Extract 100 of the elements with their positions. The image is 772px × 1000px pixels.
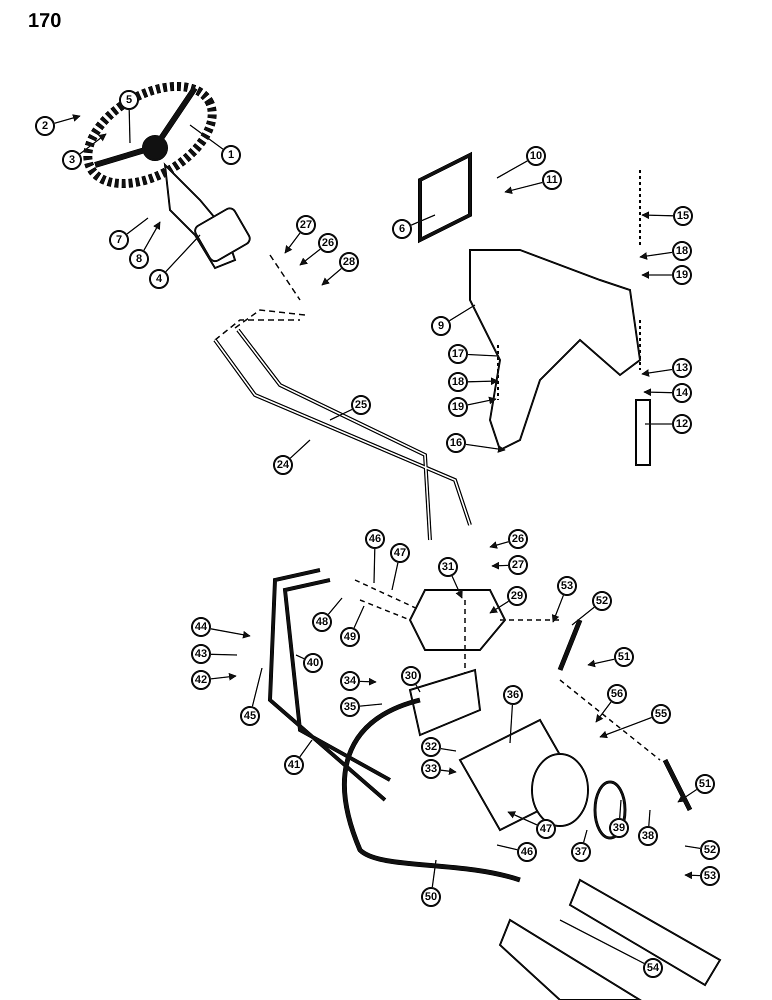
leader-line	[360, 703, 382, 707]
callout-number: 46	[517, 842, 537, 862]
leader-line	[410, 214, 436, 226]
leader-line	[641, 271, 672, 279]
leader-line	[360, 678, 377, 686]
callout-number: 38	[638, 826, 658, 846]
leader-line	[509, 704, 514, 744]
leader-line	[595, 702, 612, 723]
callout-number: 35	[340, 697, 360, 717]
callout-number: 28	[339, 252, 359, 272]
callout-number: 27	[296, 215, 316, 235]
leader-line	[299, 740, 313, 758]
leader-line	[619, 800, 622, 818]
leader-line	[641, 368, 672, 377]
callout-number: 53	[700, 866, 720, 886]
leader-line	[466, 444, 506, 453]
leader-line	[299, 248, 320, 266]
callout-number: 45	[240, 706, 260, 726]
callout-number: 7	[109, 230, 129, 250]
leader-line	[210, 654, 238, 656]
callout-number: 10	[526, 146, 546, 166]
callout-number: 46	[365, 529, 385, 549]
callout-number: 5	[119, 90, 139, 110]
leader-line	[373, 548, 376, 584]
leader-line	[452, 576, 463, 599]
leader-line	[468, 354, 498, 357]
callout-number: 51	[614, 647, 634, 667]
callout-number: 14	[672, 383, 692, 403]
leader-line	[582, 830, 588, 843]
callout-number: 50	[421, 887, 441, 907]
leader-line	[284, 232, 301, 254]
callout-number: 39	[609, 818, 629, 838]
callout-number: 11	[542, 170, 562, 190]
leader-line	[645, 423, 672, 425]
leader-line	[572, 606, 595, 626]
leader-line	[321, 268, 342, 286]
callout-number: 51	[695, 774, 715, 794]
callout-number: 6	[392, 219, 412, 239]
leader-line	[290, 440, 310, 459]
leader-line	[440, 748, 456, 752]
callout-number: 32	[421, 737, 441, 757]
callout-number: 26	[318, 233, 338, 253]
callout-number: 52	[592, 591, 612, 611]
callout-number: 52	[700, 840, 720, 860]
leader-line	[468, 396, 497, 406]
callout-number: 43	[191, 644, 211, 664]
leader-line	[210, 672, 237, 681]
leader-line	[80, 133, 107, 154]
callout-number: 25	[351, 395, 371, 415]
callout-number: 56	[607, 684, 627, 704]
leader-line	[126, 217, 148, 235]
callout-number: 13	[672, 358, 692, 378]
leader-line	[432, 860, 437, 888]
callout-number: 17	[448, 344, 468, 364]
callout-number: 9	[431, 316, 451, 336]
callout-number: 19	[448, 397, 468, 417]
leader-line	[639, 252, 672, 260]
callout-number: 55	[651, 704, 671, 724]
callout-number: 48	[312, 612, 332, 632]
leader-line	[328, 598, 342, 615]
leader-line	[468, 377, 499, 386]
leader-line	[587, 658, 614, 668]
leader-line	[496, 844, 518, 850]
leader-line	[643, 388, 672, 396]
leader-line	[440, 767, 457, 776]
leader-line	[684, 845, 700, 850]
callout-number: 47	[390, 543, 410, 563]
leader-line	[677, 788, 698, 803]
leader-line	[210, 628, 251, 639]
callout-number: 33	[421, 759, 441, 779]
callout-number: 42	[191, 670, 211, 690]
callout-number: 24	[273, 455, 293, 475]
callout-number: 36	[503, 685, 523, 705]
leader-line	[391, 562, 399, 590]
callout-number: 12	[672, 414, 692, 434]
leader-line	[684, 871, 700, 880]
callout-number: 27	[508, 555, 528, 575]
callout-number: 40	[303, 653, 323, 673]
callout-number: 47	[536, 819, 556, 839]
callout-number: 16	[446, 433, 466, 453]
callout-number: 4	[149, 269, 169, 289]
leader-line	[252, 668, 263, 706]
callout-number: 30	[401, 666, 421, 686]
leader-line	[507, 811, 538, 826]
callout-number: 19	[672, 265, 692, 285]
page-number: 170	[28, 10, 62, 33]
callout-number: 44	[191, 617, 211, 637]
leader-line	[599, 716, 652, 738]
leader-line	[296, 654, 304, 660]
callout-number: 31	[438, 557, 458, 577]
leader-line	[330, 408, 352, 421]
callout-number: 53	[557, 576, 577, 596]
callout-number: 1	[221, 145, 241, 165]
leader-line	[54, 114, 81, 124]
leader-line	[165, 234, 200, 272]
callout-number: 8	[129, 249, 149, 269]
leader-line	[128, 110, 131, 144]
leader-line	[489, 600, 509, 614]
callout-number: 15	[673, 206, 693, 226]
leader-line	[143, 221, 161, 251]
